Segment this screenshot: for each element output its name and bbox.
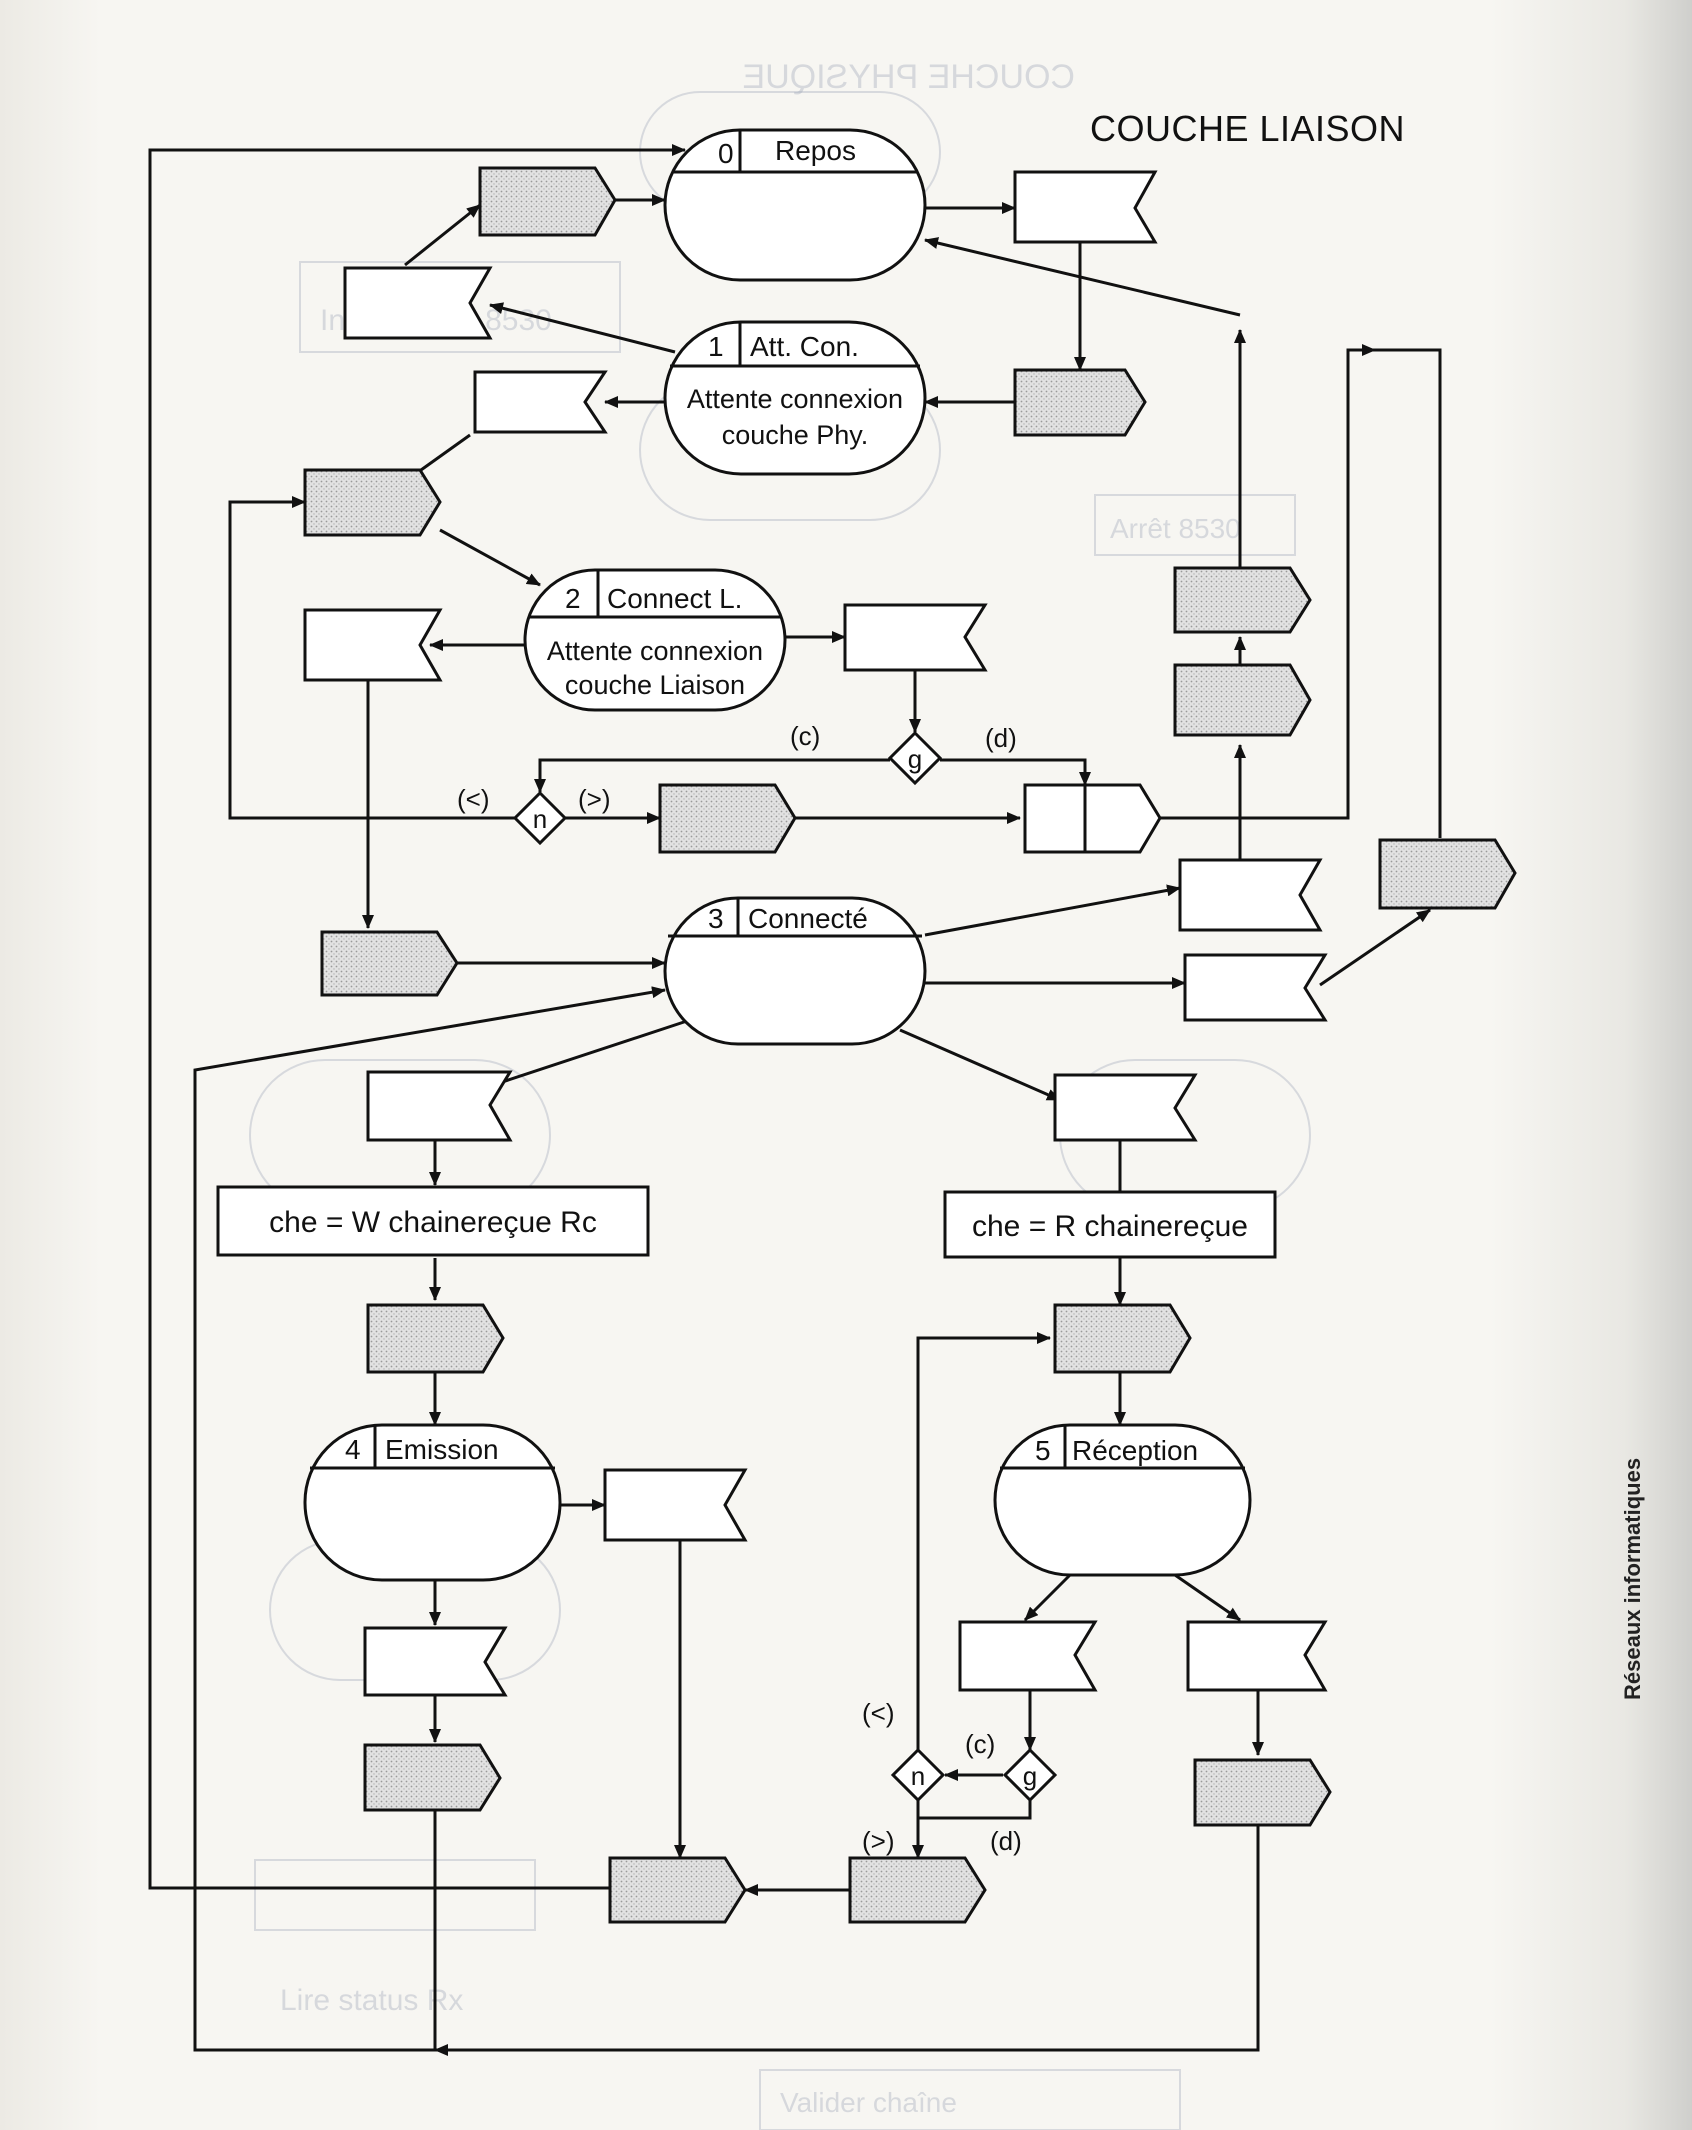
state-number: 0: [718, 138, 734, 169]
edges: [148, 144, 1442, 2056]
state-number: 4: [345, 1434, 361, 1465]
output-signal-f: [658, 783, 797, 854]
input-signal-d: [843, 603, 988, 672]
state-line-2: couche Phy.: [722, 420, 869, 450]
decision-n-top: n: [512, 790, 568, 846]
input-signal-c: [303, 608, 443, 682]
bleed-through-layer: COUCHE PHYSIQUE Initialisation 8530 Arrê…: [249, 58, 1311, 2130]
decision-g-top: g: [887, 730, 943, 786]
state-name: Emission: [385, 1434, 499, 1465]
state-number: 5: [1035, 1435, 1051, 1466]
state-line-1: Attente connexion: [547, 636, 763, 666]
output-signal-e: [1173, 663, 1312, 737]
branch-less-bottom: (<): [862, 1698, 895, 1728]
output-signal-b: [1013, 368, 1147, 437]
input-signal-a: [343, 266, 493, 340]
decision-g-bottom: g: [1002, 1747, 1058, 1803]
state-number: 3: [708, 903, 724, 934]
input-signal-g: [1183, 953, 1328, 1022]
branch-d-bottom: (d): [990, 1826, 1022, 1856]
output-signal-h: [1378, 838, 1517, 910]
state-connecte: 3 Connecté: [663, 896, 927, 1046]
state-line-2: couche Liaison: [565, 670, 745, 700]
state-line-1: Attente connexion: [687, 384, 903, 414]
input-signal-j: [603, 1468, 748, 1542]
state-name: Réception: [1072, 1435, 1198, 1466]
bleed-valider: Valider chaîne: [780, 2087, 957, 2118]
input-signal-h: [366, 1070, 513, 1142]
branch-less-top: (<): [457, 784, 490, 814]
state-att-con: 1 Att. Con. Attente connexion couche Phy…: [663, 320, 927, 476]
state-repos: 0 Repos: [663, 128, 927, 282]
state-name: Att. Con.: [750, 331, 859, 362]
input-signal-m: [1186, 1620, 1328, 1692]
page-title: COUCHE LIAISON: [1090, 108, 1406, 149]
task-che-w: che = W chainereçue Rc: [216, 1185, 650, 1257]
state-number: 1: [708, 331, 724, 362]
decision-label: g: [1023, 1761, 1037, 1791]
input-signal-l: [958, 1620, 1098, 1692]
output-signal-a: [478, 166, 617, 237]
decision-n-bottom: n: [890, 1747, 946, 1803]
output-signal-k: [1053, 1303, 1192, 1374]
bleed-lire: Lire status Rx: [280, 1984, 463, 2017]
input-signal-k: [363, 1626, 508, 1697]
task-label: che = W chainereçue Rc: [269, 1206, 597, 1239]
side-running-header: Réseaux informatiques: [1620, 1457, 1645, 1700]
state-name: Connecté: [748, 903, 868, 934]
output-signal-o: [848, 1856, 987, 1924]
task-che-r: che = R chainereçue: [943, 1190, 1277, 1259]
decision-label: n: [533, 804, 547, 834]
output-signal-m: [1193, 1758, 1332, 1827]
state-name: Repos: [775, 135, 856, 166]
branch-greater-top: (>): [578, 784, 611, 814]
state-name: Connect L.: [607, 583, 742, 614]
output-signal-n: [608, 1856, 747, 1924]
state-connect-l: 2 Connect L. Attente connexion couche Li…: [523, 568, 787, 712]
bleed-top-title: COUCHE PHYSIQUE: [743, 58, 1076, 96]
output-signal-l: [363, 1743, 502, 1812]
input-signal-f: [1178, 858, 1323, 932]
state-emission: 4 Emission: [303, 1423, 562, 1582]
state-reception: 5 Réception: [993, 1423, 1252, 1577]
branch-c-bottom: (c): [965, 1729, 995, 1759]
branch-d-top: (d): [985, 723, 1017, 753]
input-signal-e: [1013, 170, 1158, 244]
output-signal-c: [303, 468, 442, 537]
branch-c-top: (c): [790, 721, 820, 751]
input-signal-b: [473, 370, 608, 434]
branch-greater-bottom: (>): [862, 1826, 895, 1856]
decision-label: n: [911, 1761, 925, 1791]
output-signal-i: [320, 930, 459, 997]
bleed-arret: Arrêt 8530: [1110, 513, 1241, 544]
output-signal-j: [366, 1303, 505, 1374]
output-signal-d: [1173, 566, 1312, 634]
state-number: 2: [565, 583, 581, 614]
decision-label: g: [908, 744, 922, 774]
task-label: che = R chainereçue: [972, 1210, 1248, 1243]
input-signal-i: [1053, 1073, 1198, 1142]
output-signal-g: [1023, 783, 1162, 854]
